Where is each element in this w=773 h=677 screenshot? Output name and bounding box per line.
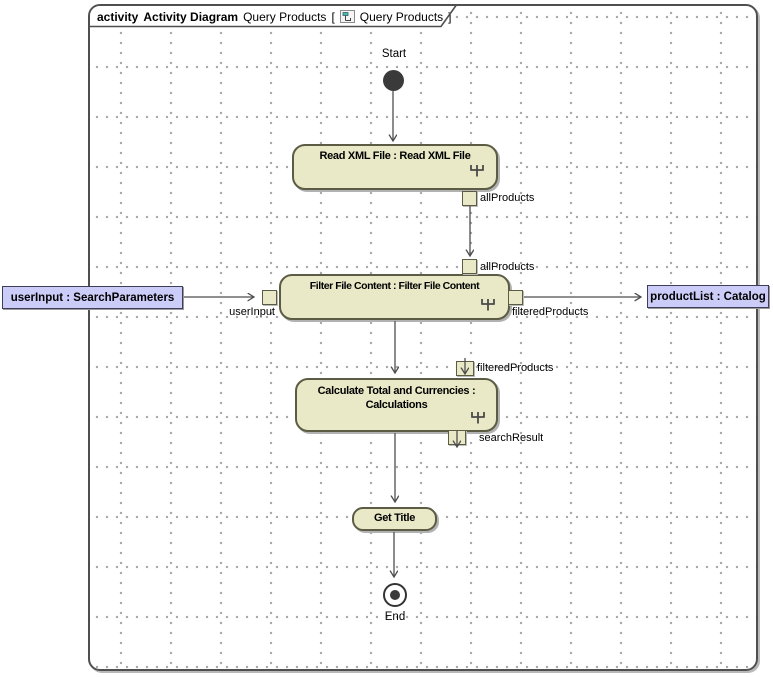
action-filter-file-content[interactable]: Filter File Content : Filter File Conten…: [279, 274, 510, 320]
rake-icon: [471, 412, 485, 424]
rake-icon: [481, 299, 495, 311]
pin-label-searchresult: searchResult: [479, 432, 544, 444]
pin-label-allproducts-in: allProducts: [480, 261, 535, 273]
output-pin-allproducts[interactable]: [462, 191, 477, 206]
action-title-line2: Calculations: [365, 399, 428, 411]
start-node[interactable]: [383, 70, 404, 91]
action-get-title[interactable]: Get Title: [352, 507, 437, 531]
parameter-node-userinput[interactable]: userInput : SearchParameters: [2, 286, 183, 309]
action-read-xml-file[interactable]: Read XML File : Read XML File: [292, 144, 498, 190]
pin-label-userinput: userInput: [229, 306, 275, 318]
output-pin-filteredproducts[interactable]: [508, 290, 523, 305]
end-label: End: [384, 611, 406, 623]
open-bracket: [: [331, 9, 335, 24]
input-pin-filteredproducts[interactable]: [456, 361, 474, 376]
action-title: Filter File Content : Filter File Conten…: [309, 280, 480, 292]
close-bracket: ]: [448, 9, 452, 24]
action-title: Read XML File : Read XML File: [319, 150, 471, 162]
action-calculate-total[interactable]: Calculate Total and Currencies : Calcula…: [295, 378, 498, 432]
input-pin-userinput[interactable]: [262, 290, 277, 305]
parameter-node-productlist[interactable]: productList : Catalog: [647, 285, 769, 308]
end-node[interactable]: [383, 583, 407, 607]
activity-diagram-icon: [339, 9, 355, 24]
rake-icon: [470, 165, 484, 177]
action-title: Get Title: [373, 512, 416, 524]
diagram-name: Query Products: [243, 9, 327, 24]
action-title-line1: Calculate Total and Currencies :: [317, 385, 476, 397]
pin-label-filteredproducts-in: filteredProducts: [477, 362, 554, 374]
diagram-type: Activity Diagram: [143, 9, 239, 24]
tab-diagram-name: Query Products: [359, 9, 444, 24]
diagram-keyword: activity: [97, 9, 139, 24]
end-node-core: [390, 590, 400, 600]
start-label: Start: [381, 48, 407, 60]
pin-label-allproducts-out: allProducts: [480, 192, 535, 204]
output-pin-searchresult[interactable]: [448, 430, 466, 445]
pin-label-filteredproducts-out: filteredProducts: [512, 306, 589, 318]
input-pin-allproducts[interactable]: [462, 259, 477, 274]
diagram-frame: [88, 4, 758, 671]
